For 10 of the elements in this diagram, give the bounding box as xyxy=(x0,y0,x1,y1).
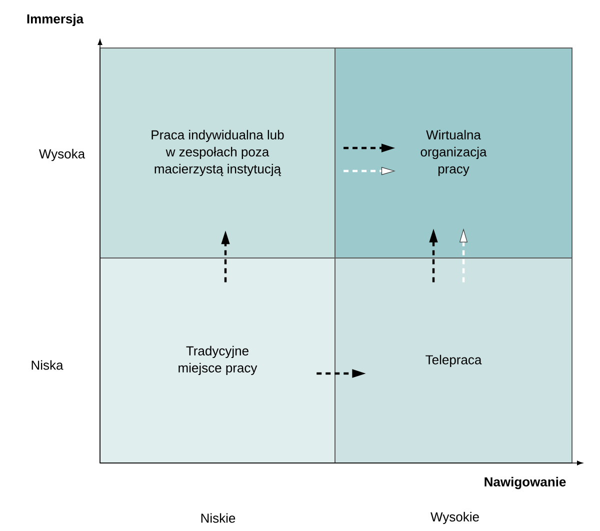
axis-label: Wysokie xyxy=(430,512,479,524)
axis-label: Niskie xyxy=(201,513,236,523)
axis-label: Wysoka xyxy=(39,148,86,162)
axis-label: Nawigowanie xyxy=(484,476,566,490)
quadrant-box: Wirtualna organizacja pracy xyxy=(334,48,572,258)
quadrant-box: Praca indywidualna lub w zespołach poza macierzystą instytucją xyxy=(100,48,336,258)
axis-label: Immersja xyxy=(27,14,84,26)
quadrant-box: Telepraca xyxy=(334,258,572,464)
quadrant-box: Tradycyjne miejsce pracy xyxy=(100,258,336,464)
axis-label: Niska xyxy=(32,360,64,370)
